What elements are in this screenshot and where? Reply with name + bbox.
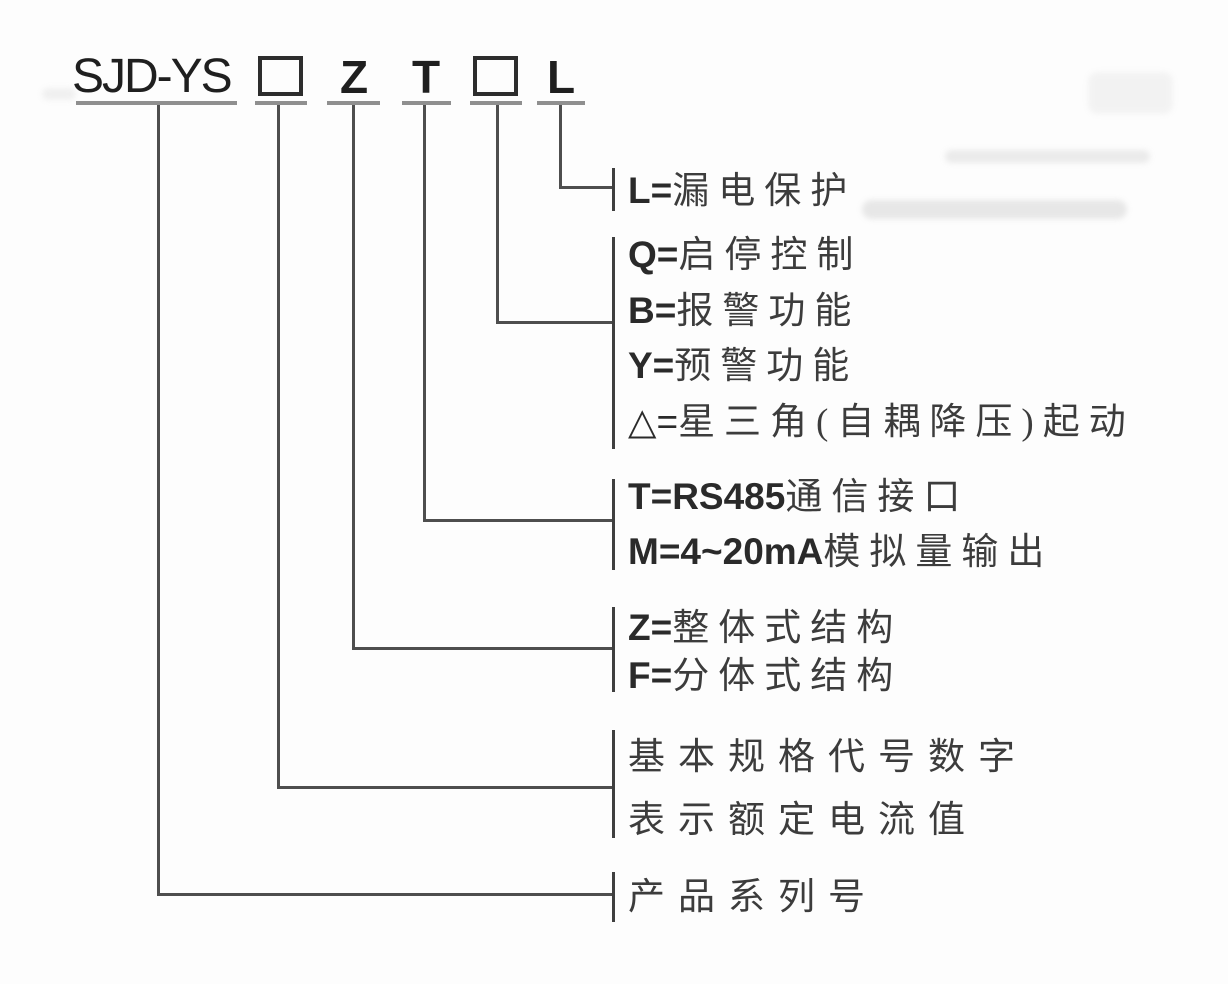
line-box2-horizontal xyxy=(496,321,615,324)
label-text: 启停控制 xyxy=(678,235,863,276)
spine-communication-group xyxy=(612,479,615,570)
label-f-split-structure: F=分体式结构 xyxy=(628,655,902,697)
underline-z xyxy=(327,101,380,105)
label-text: 预警功能 xyxy=(674,346,859,387)
label-m-analog-output: M=4~20mA模拟量输出 xyxy=(628,531,1053,573)
line-box1-horizontal xyxy=(277,786,615,789)
scan-artifact xyxy=(862,200,1127,219)
line-t-vertical xyxy=(423,105,426,522)
label-text: 报警功能 xyxy=(676,291,861,332)
label-prefix: Z= xyxy=(628,607,673,648)
label-text: 分体式结构 xyxy=(672,656,903,697)
line-series-vertical xyxy=(157,105,160,896)
label-product-series: 产品系列号 xyxy=(628,876,878,918)
line-l-horizontal xyxy=(559,186,615,189)
label-rated-current: 表示额定电流值 xyxy=(628,799,978,841)
label-prefix: B= xyxy=(628,290,677,331)
line-box2-vertical xyxy=(496,105,499,324)
label-basic-spec-code: 基本规格代号数字 xyxy=(628,736,1028,778)
underline-box1 xyxy=(255,101,307,105)
label-delta-star-delta-start: △=星三角(自耦降压)起动 xyxy=(628,401,1135,443)
tick-series-group xyxy=(612,872,615,922)
line-series-horizontal xyxy=(157,893,614,896)
spine-function-group xyxy=(612,237,615,449)
line-t-horizontal xyxy=(423,519,615,522)
scan-artifact xyxy=(945,150,1150,163)
code-letter-l: L xyxy=(546,51,576,103)
label-prefix: F= xyxy=(628,655,673,696)
tick-l-group xyxy=(612,168,615,211)
label-text: 整体式结构 xyxy=(672,608,903,649)
spine-structure-group xyxy=(612,607,615,692)
label-prefix: Q= xyxy=(628,234,679,275)
label-text: 漏电保护 xyxy=(672,171,857,212)
underline-series xyxy=(76,101,237,105)
label-prefix: △= xyxy=(628,401,679,442)
line-box1-vertical xyxy=(277,105,280,789)
underline-t xyxy=(402,101,451,105)
label-text: 产品系列号 xyxy=(628,877,878,918)
label-z-integrated-structure: Z=整体式结构 xyxy=(628,607,902,649)
scan-artifact xyxy=(42,88,76,100)
label-b-alarm-function: B=报警功能 xyxy=(628,290,860,332)
line-z-horizontal xyxy=(352,647,615,650)
label-prefix: M=4~20mA xyxy=(628,531,824,572)
label-prefix: T=RS485 xyxy=(628,476,786,517)
code-letter-z: Z xyxy=(339,51,369,103)
label-y-prewarning-function: Y=预警功能 xyxy=(628,345,858,387)
label-t-rs485-interface: T=RS485通信接口 xyxy=(628,476,969,518)
label-text: 通信接口 xyxy=(785,477,970,518)
series-code-text: SJD-YS xyxy=(72,50,233,103)
label-text: 星三角(自耦降压)起动 xyxy=(678,402,1135,443)
label-l-leakage-protection: L=漏电保护 xyxy=(628,170,856,212)
placeholder-box-rated-current xyxy=(258,56,303,96)
label-text: 基本规格代号数字 xyxy=(628,737,1028,778)
label-q-start-stop-control: Q=启停控制 xyxy=(628,234,862,276)
line-z-vertical xyxy=(352,105,355,650)
label-text: 表示额定电流值 xyxy=(628,800,978,841)
placeholder-box-function xyxy=(473,56,518,96)
label-prefix: Y= xyxy=(628,345,675,386)
label-prefix: L= xyxy=(628,170,673,211)
underline-box2 xyxy=(470,101,522,105)
label-text: 模拟量输出 xyxy=(823,532,1054,573)
line-l-vertical xyxy=(559,105,562,189)
scan-artifact xyxy=(1088,72,1173,114)
spine-spec-group xyxy=(612,730,615,838)
code-letter-t: T xyxy=(411,51,441,103)
underline-l xyxy=(537,101,585,105)
